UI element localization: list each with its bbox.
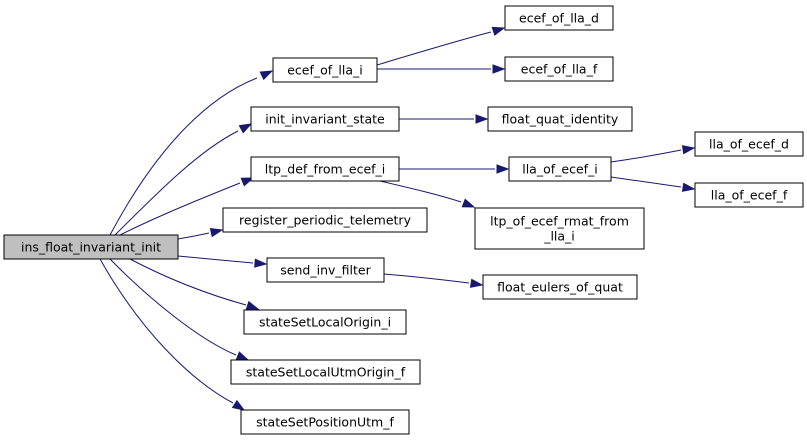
- edge-ins_float_invariant_init-to-init_invariant_state: [114, 123, 253, 236]
- node-stateSetLocalUtmOrigin_f[interactable]: stateSetLocalUtmOrigin_f: [230, 359, 421, 385]
- node-label: send_inv_filter: [280, 263, 371, 278]
- edge-ins_float_invariant_init-to-stateSetPositionUtm_f: [99, 258, 246, 411]
- arrowhead-icon: [254, 258, 268, 268]
- node-lla_of_ecef_d[interactable]: lla_of_ecef_d: [694, 131, 804, 157]
- edge-ltp_def_from_ecef_i-to-lla_of_ecef_i: [398, 164, 510, 174]
- node-label: stateSetLocalOrigin_i: [259, 315, 391, 330]
- node-label: ltp_of_ecef_rmat_from: [490, 214, 629, 229]
- edge-line: [177, 255, 254, 264]
- node-label: stateSetLocalUtmOrigin_f: [246, 365, 406, 380]
- node-lla_of_ecef_f[interactable]: lla_of_ecef_f: [694, 182, 804, 208]
- node-box: [487, 106, 633, 132]
- arrowhead-icon: [235, 351, 250, 361]
- node-label: ltp_def_from_ecef_i: [265, 162, 386, 177]
- edge-line: [114, 130, 239, 236]
- node-ecef_of_lla_f[interactable]: ecef_of_lla_f: [504, 56, 614, 82]
- arrowhead-icon: [496, 164, 510, 174]
- node-label: init_invariant_state: [265, 112, 385, 127]
- edge-line: [376, 31, 492, 66]
- node-ecef_of_lla_d[interactable]: ecef_of_lla_d: [504, 5, 614, 31]
- arrowhead-icon: [491, 26, 506, 36]
- edge-send_inv_filter-to-float_eulers_of_quat: [383, 273, 484, 288]
- node-box: [243, 309, 407, 335]
- edge-line: [383, 273, 470, 284]
- node-label: lla_of_ecef_i: [522, 162, 598, 177]
- node-box: [482, 274, 638, 300]
- arrowhead-icon: [469, 278, 484, 288]
- edge-ins_float_invariant_init-to-stateSetLocalUtmOrigin_f: [109, 258, 250, 361]
- arrowhead-icon: [681, 182, 696, 192]
- node-ins_float_invariant_init[interactable]: ins_float_invariant_init: [3, 234, 179, 260]
- node-label: ecef_of_lla_i: [287, 63, 363, 78]
- arrowhead-icon: [245, 300, 260, 310]
- node-box: [222, 207, 428, 233]
- edge-ecef_of_lla_i-to-ecef_of_lla_d: [376, 26, 506, 66]
- edge-init_invariant_state-to-float_quat_identity: [398, 114, 489, 124]
- node-box: [250, 106, 400, 132]
- edge-line: [109, 258, 237, 356]
- node-box: [272, 57, 378, 83]
- edge-ins_float_invariant_init-to-stateSetLocalOrigin_i: [129, 258, 260, 310]
- edge-ltp_def_from_ecef_i-to-ltp_of_ecef_rmat_from_lla_i: [379, 180, 476, 208]
- edge-line: [129, 258, 247, 306]
- node-stateSetPositionUtm_f[interactable]: stateSetPositionUtm_f: [240, 409, 410, 435]
- node-init_invariant_state[interactable]: init_invariant_state: [250, 106, 400, 132]
- node-label: ins_float_invariant_init: [21, 240, 161, 255]
- node-ltp_of_ecef_rmat_from_lla_i[interactable]: ltp_of_ecef_rmat_from_lla_i: [474, 207, 645, 250]
- arrowhead-icon: [681, 145, 696, 155]
- edge-line: [610, 149, 682, 163]
- node-ecef_of_lla_i[interactable]: ecef_of_lla_i: [272, 57, 378, 83]
- node-label: stateSetPositionUtm_f: [256, 415, 394, 430]
- edge-ecef_of_lla_i-to-ecef_of_lla_f: [377, 64, 506, 74]
- arrowhead-icon: [231, 399, 246, 411]
- edge-line: [109, 77, 258, 236]
- node-box: [508, 156, 612, 182]
- arrowhead-icon: [475, 114, 489, 124]
- edge-line: [99, 258, 234, 404]
- edge-ins_float_invariant_init-to-ltp_def_from_ecef_i: [119, 177, 255, 236]
- node-stateSetLocalOrigin_i[interactable]: stateSetLocalOrigin_i: [243, 309, 407, 335]
- edge-ins_float_invariant_init-to-register_periodic_telemetry: [177, 228, 224, 240]
- node-label: ecef_of_lla_d: [519, 11, 599, 26]
- node-label: lla_of_ecef_f: [711, 188, 788, 203]
- node-box: [504, 5, 614, 31]
- node-label: ecef_of_lla_f: [521, 62, 598, 77]
- node-label: register_periodic_telemetry: [239, 213, 412, 228]
- node-label: float_eulers_of_quat: [497, 280, 623, 295]
- arrowhead-icon: [238, 123, 253, 134]
- node-label: float_quat_identity: [502, 112, 619, 127]
- nodes-layer: ins_float_invariant_init ecef_of_lla_i ece…: [3, 5, 804, 435]
- node-box: [230, 359, 421, 385]
- root-node-box: [3, 234, 179, 260]
- arrowhead-icon: [240, 177, 255, 187]
- node-box: [266, 257, 385, 283]
- node-box: [694, 131, 804, 157]
- arrowhead-icon: [492, 64, 506, 74]
- edge-lla_of_ecef_i-to-lla_of_ecef_d: [610, 145, 696, 163]
- node-box: [250, 156, 400, 182]
- node-label: lla_of_ecef_d: [709, 137, 789, 152]
- arrowhead-icon: [259, 70, 274, 81]
- edge-line: [379, 180, 462, 203]
- node-register_periodic_telemetry[interactable]: register_periodic_telemetry: [222, 207, 428, 233]
- node-ltp_def_from_ecef_i[interactable]: ltp_def_from_ecef_i: [250, 156, 400, 182]
- arrowhead-icon: [461, 198, 476, 208]
- edge-line: [610, 176, 682, 188]
- node-float_eulers_of_quat[interactable]: float_eulers_of_quat: [482, 274, 638, 300]
- node-float_quat_identity[interactable]: float_quat_identity: [487, 106, 633, 132]
- edge-ins_float_invariant_init-to-send_inv_filter: [177, 255, 268, 268]
- edge-ins_float_invariant_init-to-ecef_of_lla_i: [109, 70, 274, 236]
- arrowhead-icon: [209, 228, 224, 238]
- node-box: [474, 207, 645, 250]
- node-box: [694, 182, 804, 208]
- edge-line: [177, 232, 210, 240]
- node-box: [240, 409, 410, 435]
- edge-line: [119, 182, 241, 236]
- node-box: [504, 56, 614, 82]
- edge-lla_of_ecef_i-to-lla_of_ecef_f: [610, 176, 696, 192]
- node-lla_of_ecef_i[interactable]: lla_of_ecef_i: [508, 156, 612, 182]
- node-send_inv_filter[interactable]: send_inv_filter: [266, 257, 385, 283]
- node-label: _lla_i: [543, 229, 575, 244]
